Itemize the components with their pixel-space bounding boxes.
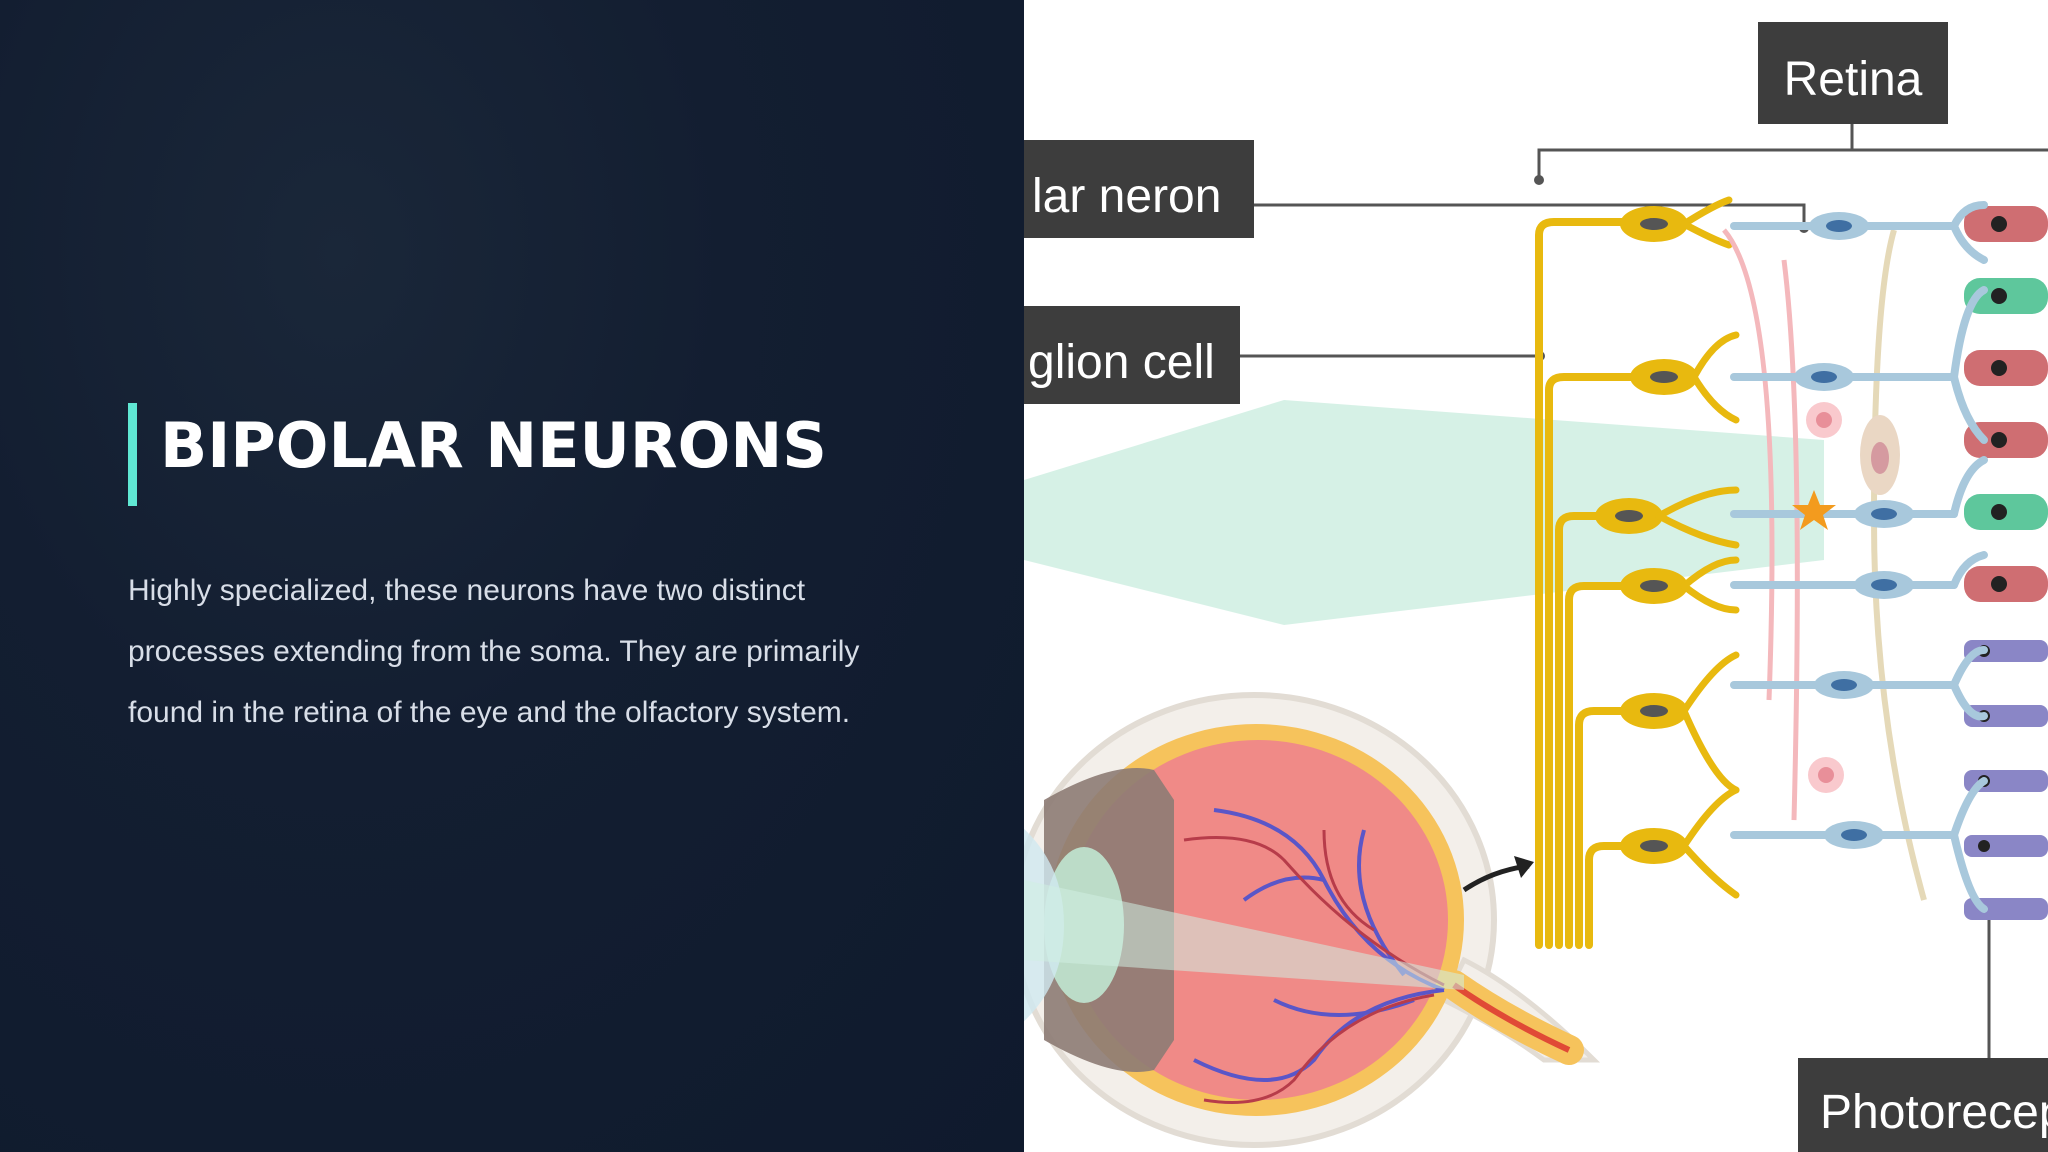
signal-burst: [1792, 490, 1836, 530]
label-photoreceptor: Photorecep: [1798, 1058, 2048, 1152]
photoreceptors: [1950, 201, 2048, 920]
retina-bracket: [1537, 148, 2048, 180]
retina-diagram: Retina lar neron glion cell Photorecep: [1024, 0, 2048, 1152]
svg-text:Retina: Retina: [1784, 53, 1923, 106]
svg-text:lar neron: lar neron: [1032, 170, 1221, 223]
bipolar-leader-line: [1252, 203, 1806, 228]
label-bipolar-neuron: lar neron: [1024, 140, 1254, 238]
label-ganglion-cell: glion cell: [1024, 306, 1240, 404]
retina-illustration: Retina lar neron glion cell Photorecep: [1024, 22, 2048, 1152]
title-accent-bar: [128, 403, 137, 506]
light-beam: [1024, 400, 1824, 625]
slide-title: BIPOLAR NEURONS: [160, 409, 827, 482]
slide-description: Highly specialized, these neurons have t…: [128, 574, 860, 729]
eyeball: [1024, 692, 1601, 1148]
ganglion-cells: [1595, 206, 1698, 864]
bipolar-cells: [1730, 212, 1958, 849]
ganglion-axons: [1535, 218, 1668, 949]
svg-text:glion cell: glion cell: [1028, 336, 1215, 389]
label-retina: Retina: [1758, 22, 1948, 124]
svg-text:Photorecep: Photorecep: [1820, 1086, 2048, 1139]
text-panel: BIPOLAR NEURONS Highly specialized, thes…: [0, 0, 1024, 1152]
amacrine-cells: [1722, 228, 1800, 821]
